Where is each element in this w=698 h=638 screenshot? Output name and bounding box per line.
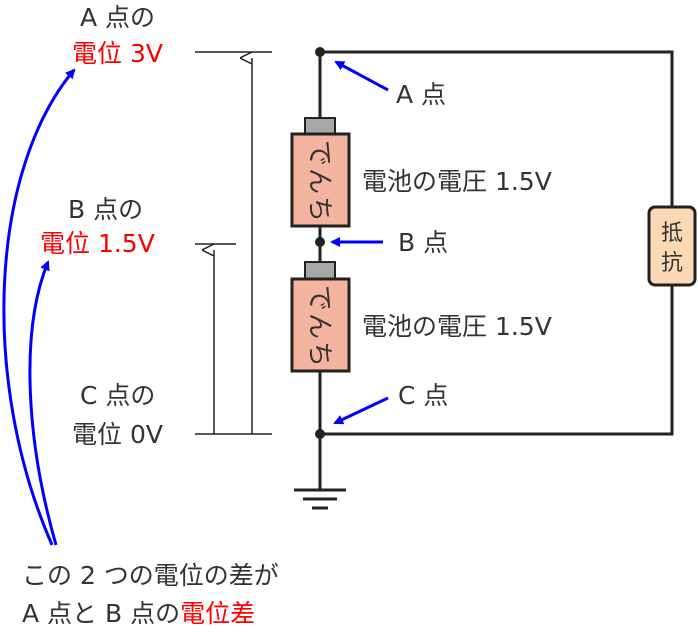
battery-bottom-char-2: ん: [304, 313, 334, 339]
battery-bottom-voltage-label: 電池の電圧 1.5V: [362, 312, 552, 341]
c-marker-label: C 点: [398, 381, 448, 410]
c-potential-heading: C 点の: [80, 381, 155, 410]
battery-top-char-1: で: [304, 140, 334, 166]
battery-top-cap: [304, 117, 336, 136]
b-potential-value: 電位 1.5V: [40, 229, 155, 258]
battery-top-char-2: ん: [304, 168, 334, 194]
b-marker-label: B 点: [398, 228, 448, 257]
resistor: 抵 抗: [647, 205, 697, 287]
reference-lines: [195, 51, 272, 435]
circuit-wires: [318, 50, 674, 490]
a-marker-arrow: [334, 60, 389, 92]
battery-bottom-cap: [304, 261, 336, 280]
battery-bottom-body: [290, 277, 351, 373]
battery-top-body: [290, 132, 351, 228]
wire-top: [320, 50, 674, 207]
battery-bottom-char-3: ち: [304, 341, 334, 367]
node-a-dot: [315, 47, 325, 57]
c-marker-arrow: [333, 396, 389, 425]
node-b-dot: [315, 237, 325, 247]
ground-symbol: [294, 488, 346, 510]
note-line-2: A 点と B 点の電位差: [22, 599, 255, 628]
battery-top-voltage-label: 電池の電圧 1.5V: [362, 167, 552, 196]
battery-top: で ん ち: [290, 117, 351, 228]
resistor-body: [647, 205, 697, 287]
note-line-2-prefix: A 点と B 点の: [22, 599, 180, 628]
a-potential-heading: A 点の: [80, 3, 155, 32]
node-c-dot: [315, 429, 325, 439]
note-line-1: この 2 つの電位の差が: [22, 561, 279, 590]
a-marker-label: A 点: [396, 80, 446, 109]
note-to-b-arrow: [28, 260, 58, 546]
note-line-2-highlight: 電位差: [180, 599, 255, 628]
a-potential-value: 電位 3V: [72, 39, 163, 68]
battery-top-char-3: ち: [304, 196, 334, 222]
note-to-a-arrow: [2, 68, 76, 546]
battery-bottom-char-1: で: [304, 285, 334, 311]
resistor-char-2: 抗: [661, 251, 683, 276]
c-potential-value: 電位 0V: [72, 420, 163, 449]
wire-right-lower: [320, 285, 674, 436]
b-potential-heading: B 点の: [68, 195, 143, 224]
battery-bottom: で ん ち: [290, 261, 351, 373]
resistor-char-1: 抵: [661, 221, 683, 246]
